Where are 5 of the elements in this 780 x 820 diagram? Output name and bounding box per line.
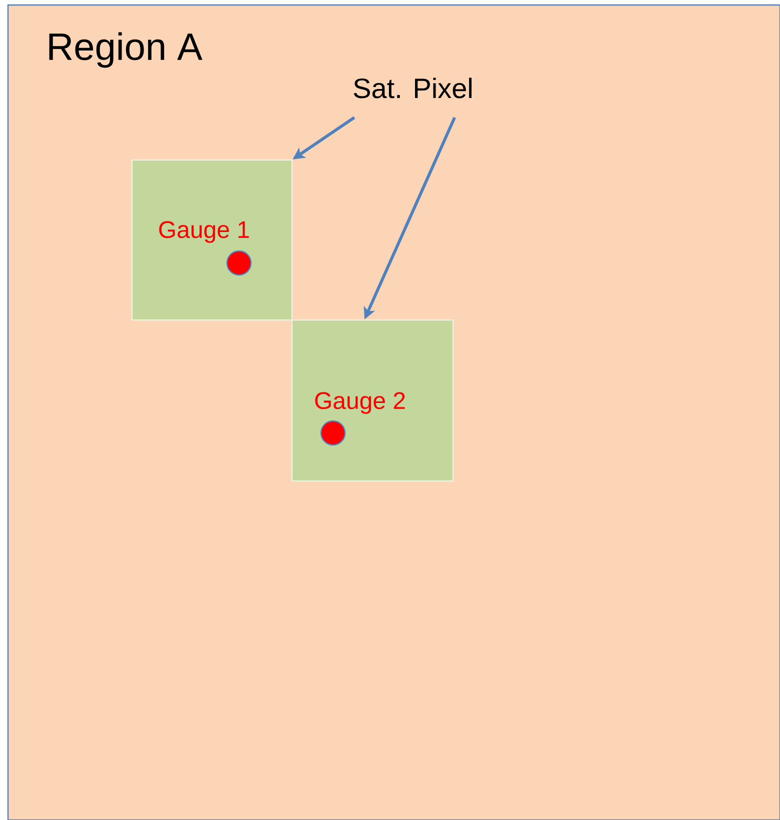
gauge-dot (320, 420, 346, 446)
pixel-square: Gauge 1 (131, 159, 293, 321)
pixel-square: Gauge 2 (291, 319, 454, 482)
gauge-dot (226, 250, 252, 276)
callout-text: Sat. Pixel (354, 78, 472, 98)
